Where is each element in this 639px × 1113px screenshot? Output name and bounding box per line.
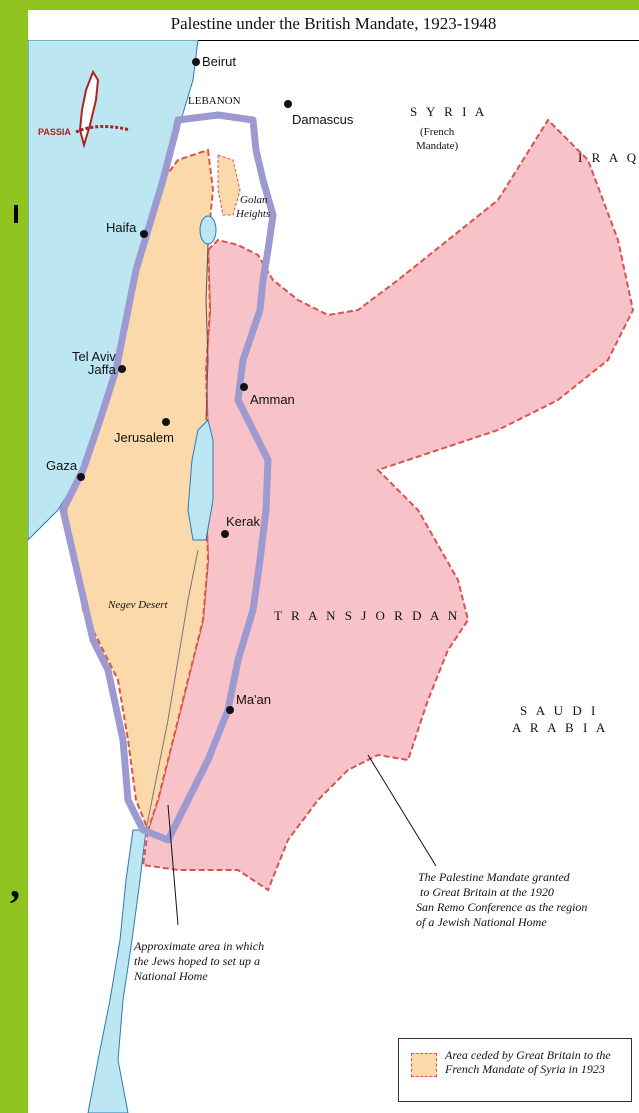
- frame-top-border: [0, 0, 639, 10]
- city-label-gaza: Gaza: [46, 458, 78, 473]
- city-dot-kerak: [221, 530, 229, 538]
- dead-sea: [187, 419, 214, 541]
- legend-text: Area ceded by Great Britain to the Frenc…: [445, 1048, 611, 1076]
- title-bar: Palestine under the British Mandate, 192…: [28, 10, 639, 41]
- city-label-beirut: Beirut: [202, 54, 236, 69]
- annotation-mandate-line-3: San Remo Conference as the region: [416, 900, 588, 914]
- annotation-mandate-line-4: of a Jewish National Home: [416, 915, 547, 929]
- mandate-leader-line: [367, 754, 437, 867]
- city-dot-beirut: [192, 58, 200, 66]
- city-label-jerusalem: Jerusalem: [114, 430, 174, 445]
- annotation-mandate-line-2: to Great Britain at the 1920: [420, 885, 554, 899]
- city-label-haifa: Haifa: [106, 220, 137, 235]
- region-label-syria-note-2: Mandate): [416, 140, 459, 152]
- passia-logo-text: PASSIA: [38, 127, 71, 137]
- wadi-araba: [145, 549, 199, 831]
- annotation-home-line-2: the Jews hoped to set up a: [134, 954, 260, 968]
- region-label-transjordan: T R A N S J O R D A N: [274, 608, 461, 623]
- annotation-home-line-3: National Home: [134, 969, 208, 983]
- city-dot-jerusalem: [162, 418, 170, 426]
- region-label-golan-2: Heights: [236, 208, 271, 220]
- city-dot-damascus: [284, 100, 292, 108]
- city-dot-maan: [226, 706, 234, 714]
- frame-left-border: [0, 0, 28, 1113]
- region-label-syria: S Y R I A: [410, 104, 488, 119]
- region-label-iraq: I R A Q: [578, 150, 639, 165]
- region-label-syria-note-1: (French: [420, 126, 455, 138]
- city-dot-gaza: [77, 473, 85, 481]
- sea-of-galilee: [199, 215, 217, 245]
- city-label-damascus: Damascus: [292, 112, 354, 127]
- region-label-lebanon: LEBANON: [188, 95, 241, 107]
- national-home-outline: [59, 111, 277, 844]
- transjordan-region: [141, 118, 635, 892]
- region-label-saudi-2: A R A B I A: [512, 720, 609, 735]
- jordan-river: [205, 244, 209, 421]
- region-label-saudi-1: S A U D I: [520, 703, 599, 718]
- region-label-golan-1: Golan: [240, 194, 268, 206]
- map-legend: Area ceded by Great Britain to the Frenc…: [398, 1038, 632, 1102]
- annotation-home-line-1: Approximate area in which: [134, 939, 265, 953]
- home-leader-line: [167, 804, 179, 926]
- map-title: Palestine under the British Mandate, 192…: [170, 14, 497, 33]
- region-label-negev: Negev Desert: [108, 599, 168, 611]
- city-dot-tel-aviv: [118, 365, 126, 373]
- passia-logo: [75, 70, 131, 149]
- city-label-amman: Amman: [250, 392, 295, 407]
- city-dot-haifa: [140, 230, 148, 238]
- legend-swatch: [411, 1053, 437, 1077]
- city-label-maan: Ma'an: [236, 692, 272, 707]
- left-margin-mark: [14, 205, 18, 223]
- city-label-tel-aviv-jaffa: Tel Aviv Jaffa: [72, 349, 116, 377]
- left-margin-comma: ,: [10, 861, 20, 906]
- map-graphic: [28, 40, 635, 1113]
- golan-heights-area: [217, 154, 241, 216]
- gulf-of-aqaba: [87, 829, 147, 1113]
- city-dot-amman: [240, 383, 248, 391]
- city-label-kerak: Kerak: [226, 514, 260, 529]
- annotation-mandate-line-1: The Palestine Mandate granted: [418, 870, 570, 884]
